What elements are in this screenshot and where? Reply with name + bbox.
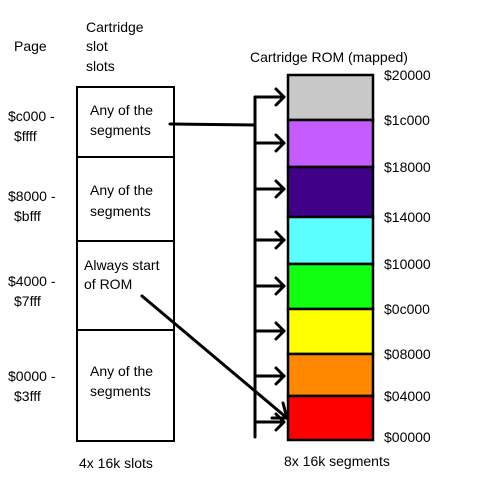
- slot-text-c000-line2: segments: [90, 122, 151, 138]
- arrow-icon: [253, 276, 286, 296]
- page-label-ffff: $ffff: [14, 128, 37, 144]
- rom-segment-08000-0c000: [286, 307, 375, 356]
- arrow-icon: [253, 230, 286, 250]
- slot-header-line1: Cartridge: [86, 19, 144, 35]
- arrow-icon: [253, 133, 286, 153]
- start-of-rom-arrow: [140, 294, 289, 420]
- slots-footer: 4x 16k slots: [79, 455, 153, 471]
- slot-box-4000: [76, 240, 175, 331]
- arrow-icon: [253, 179, 286, 199]
- slot-box-c000: [76, 86, 175, 158]
- arrow-icon: [253, 87, 286, 107]
- address-label-1c000: $1c000: [384, 112, 430, 128]
- bracket-arrows: [253, 87, 286, 432]
- page-label-7fff: $7fff: [14, 293, 41, 309]
- slot-c000-connector: [168, 122, 257, 127]
- rom-segment-14000-18000: [286, 165, 375, 219]
- rom-segment-18000-1c000: [286, 118, 375, 169]
- rom-title: Cartridge ROM (mapped): [250, 49, 408, 65]
- arrow-icon: [253, 321, 286, 341]
- rom-segment-10000-14000: [286, 215, 375, 266]
- rom-segment-0c000-10000: [286, 262, 375, 311]
- slot-header-line2: slot: [86, 38, 108, 54]
- arrow-icon: [253, 366, 286, 386]
- page-header: Page: [14, 38, 47, 54]
- page-label-3fff: $3fff: [14, 388, 41, 404]
- slot-text-c000-line1: Any of the: [90, 102, 153, 118]
- slot-text-8000-line1: Any of the: [90, 182, 153, 198]
- address-label-20000: $20000: [384, 67, 431, 83]
- address-label-18000: $18000: [384, 159, 431, 175]
- slot-header-line3: slots: [86, 58, 115, 74]
- address-label-0c000: $0c000: [384, 301, 430, 317]
- page-label-8000: $8000 -: [8, 188, 56, 204]
- address-label-08000: $08000: [384, 346, 431, 362]
- rom-segments: [286, 73, 375, 442]
- page-label-c000: $c000 -: [8, 108, 55, 124]
- segments-footer: 8x 16k segments: [284, 453, 390, 469]
- address-label-00000: $00000: [384, 429, 431, 445]
- rom-segment-00000-04000: [286, 394, 375, 442]
- slot-text-4000-line2: of ROM: [84, 276, 132, 292]
- mapping-bracket: [253, 87, 286, 439]
- page-labels: $c000 - $ffff $8000 - $bfff $4000 - $7ff…: [8, 108, 56, 404]
- rom-segment-1c000-20000: [286, 73, 375, 122]
- page-label-4000: $4000 -: [8, 273, 56, 289]
- slot-box-8000: [76, 156, 175, 242]
- rom-address-labels: $20000 $1c000 $18000 $14000 $10000 $0c00…: [384, 67, 431, 445]
- rom-segment-04000-08000: [286, 352, 375, 398]
- slot-text-0000-line1: Any of the: [90, 363, 153, 379]
- slot-text-4000-line1: Always start: [84, 257, 160, 273]
- address-label-10000: $10000: [384, 256, 431, 272]
- arrow-icon: [253, 412, 286, 432]
- page-label-bfff: $bfff: [14, 208, 41, 224]
- slot-text-0000-line2: segments: [90, 383, 151, 399]
- slot-column: Any of the segments Any of the segments …: [76, 86, 175, 442]
- address-label-14000: $14000: [384, 209, 431, 225]
- slot-text-8000-line2: segments: [90, 203, 151, 219]
- page-label-0000: $0000 -: [8, 368, 56, 384]
- slot-box-0000: [76, 329, 175, 442]
- arrow-head-icon: [270, 401, 289, 420]
- address-label-04000: $04000: [384, 388, 431, 404]
